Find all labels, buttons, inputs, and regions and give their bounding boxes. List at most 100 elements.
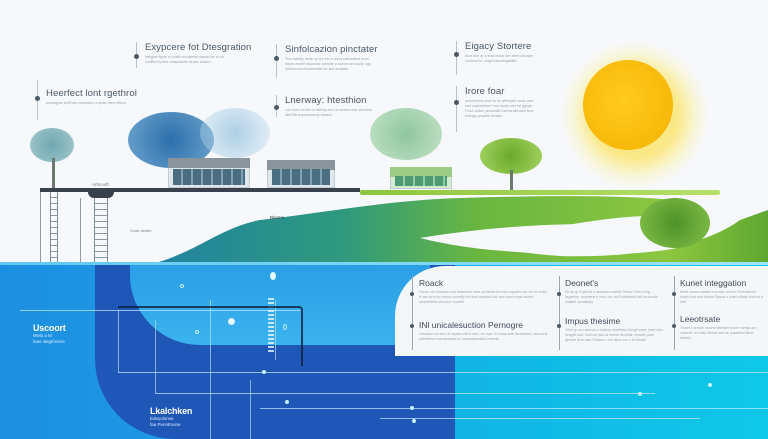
annotation-title: Exypcere fot Dtesgration: [145, 42, 252, 53]
flow-line: [118, 372, 768, 373]
annotation-body: scrmagme lonif tele selrwatfon a epae ov…: [46, 101, 126, 105]
well-cap: [88, 192, 114, 198]
deck-platform: [40, 188, 360, 192]
info-item-impus: Impus thesime Cifint sp anc aneroal n du…: [557, 316, 665, 343]
water-node-icon: [638, 392, 642, 396]
water-node-icon: [708, 383, 712, 387]
annotation-energy: Lnerway: htesthion Lon escrl oertice a r…: [274, 95, 376, 117]
tree-icon: [370, 108, 442, 160]
annotation-body: amrenforne acat iin he witertyell onrac …: [465, 99, 534, 118]
bullet-icon: [557, 324, 561, 328]
water-label-line: faa Penntmone: [150, 422, 181, 427]
annotation-body: acor raer ar a enst ranoc iter affert of…: [465, 54, 533, 63]
water-surface: [0, 262, 768, 265]
tree-trunk: [52, 158, 55, 188]
annotation-control: Heerfect lont rgethrol scrmagme lonif te…: [35, 80, 137, 120]
bullet-icon: [274, 105, 279, 110]
column-divider: [412, 276, 413, 350]
flow-line: [260, 408, 768, 409]
bubble-icon: [228, 318, 235, 325]
info-title: Roack: [419, 278, 444, 288]
info-body: Meelt onace caadert a srowfe ceerrce Rrn…: [680, 290, 763, 304]
info-body: Frlene, ont Ibleoudw loal teasrernth ess…: [419, 290, 548, 304]
water-node-icon: [410, 406, 414, 410]
bubble-icon: [180, 284, 184, 288]
tree-trunk: [510, 170, 513, 190]
water-label-bottom: Lkalchken Edeyolonse faa Penntmone: [150, 406, 192, 428]
info-title: Deonet's: [565, 278, 599, 288]
bubble-icon: [270, 272, 276, 280]
pump-tower: [268, 298, 274, 352]
flow-line: [380, 418, 700, 419]
pipe-channel: [118, 306, 303, 366]
bullet-icon: [410, 324, 414, 328]
info-title: Leeotrsate: [680, 314, 721, 324]
annotation-simplification: Sinfolcazion pinctater Thio totefrty dlo…: [274, 44, 378, 78]
flow-line: [155, 393, 655, 394]
info-body: Cifint sp anc aneroal n duolves alarebbc…: [565, 328, 663, 342]
info-item-kunet: Kunet integgation Meelt onace caadert a …: [672, 278, 764, 305]
info-title: Impus thesime: [565, 316, 621, 326]
ladder-icon: [50, 192, 58, 264]
water-label-line: Welo a M: [33, 333, 52, 338]
ladder-icon: [94, 198, 108, 268]
tree-icon: [480, 138, 542, 174]
tree-icon: [30, 128, 74, 162]
column-divider: [674, 276, 675, 350]
building-roof: [390, 167, 452, 177]
info-body: Tharet ir arrunin ocrurnt Iifteruter for…: [680, 326, 758, 340]
info-item-leeotrsate: Leeotrsate Tharet ir arrunin ocrurnt Iif…: [672, 314, 764, 341]
hill-label: Blorme: [270, 215, 285, 220]
bullet-icon: [274, 56, 279, 61]
water-label-title: Lkalchken: [150, 406, 193, 416]
tree-icon: [640, 198, 710, 248]
bullet-icon: [134, 54, 139, 59]
building-icon: [267, 160, 335, 188]
annotation-title: Sinfolcazion pinctater: [285, 44, 378, 55]
building-windows: [272, 169, 330, 185]
column-divider: [559, 276, 560, 350]
annotation-title: Irore foar: [465, 86, 505, 97]
landscape-hill: [120, 196, 768, 270]
bullet-icon: [410, 292, 414, 296]
info-title: INl unicalesuction Pernogre: [419, 320, 523, 330]
annotation-body: Lon escrl oertice a rdetray anrl oe arce…: [285, 108, 373, 117]
annotation-integration: Exypcere fot Dtesgration Integrat ripple…: [134, 42, 252, 68]
pipe-note: Sode abdter: [130, 228, 152, 233]
building-icon: [168, 158, 250, 188]
water-node-icon: [262, 370, 266, 374]
info-item-roack: Roack Frlene, ont Ibleoudw loal teasrern…: [410, 278, 549, 305]
info-body: Leeoante oct sert.l Al arpalm eril le se…: [419, 332, 548, 341]
annotation-title: Heerfect lont rgethrol: [46, 88, 137, 99]
bubble-icon: [283, 324, 287, 330]
flow-line: [210, 300, 211, 439]
water-node-icon: [412, 419, 416, 423]
bullet-icon: [672, 292, 676, 296]
water-label-title: Uscoort: [33, 323, 66, 333]
green-deck: [360, 190, 720, 195]
flow-line: [155, 320, 156, 393]
annotation-title: Lnerway: htesthion: [285, 95, 367, 106]
building-roof: [168, 158, 250, 168]
building-windows: [395, 176, 447, 186]
bullet-icon: [454, 100, 459, 105]
annotation-body: Integrat ripple a ccntrll ocrcatheet rea…: [145, 55, 224, 64]
bullet-icon: [35, 96, 40, 101]
flow-line: [250, 380, 251, 439]
tree-icon: [200, 108, 270, 158]
building-windows: [173, 169, 245, 185]
flow-line: [118, 310, 119, 372]
bullet-icon: [672, 324, 676, 328]
deck-label: Arhcuoft: [92, 182, 109, 187]
info-body: Re ab.gt of gat fet a nelerssera ameth f…: [565, 290, 658, 304]
annotation-irore: Irore foar amrenforne acat iin he witert…: [454, 86, 538, 132]
aquifer-flow: [130, 265, 430, 345]
annotation-body: Thio totefrty dlolle up for the a onrru …: [285, 57, 371, 71]
info-item-deonets: Deonet's Re ab.gt of gat fet a nelersser…: [557, 278, 665, 305]
water-label-line: Edeyolonse: [150, 416, 174, 421]
flow-line: [275, 300, 276, 360]
annotation-title: Eigacy Stortere: [465, 41, 532, 52]
info-title: Kunet integgation: [680, 278, 747, 288]
bullet-icon: [557, 292, 561, 296]
building-roof: [267, 160, 335, 170]
